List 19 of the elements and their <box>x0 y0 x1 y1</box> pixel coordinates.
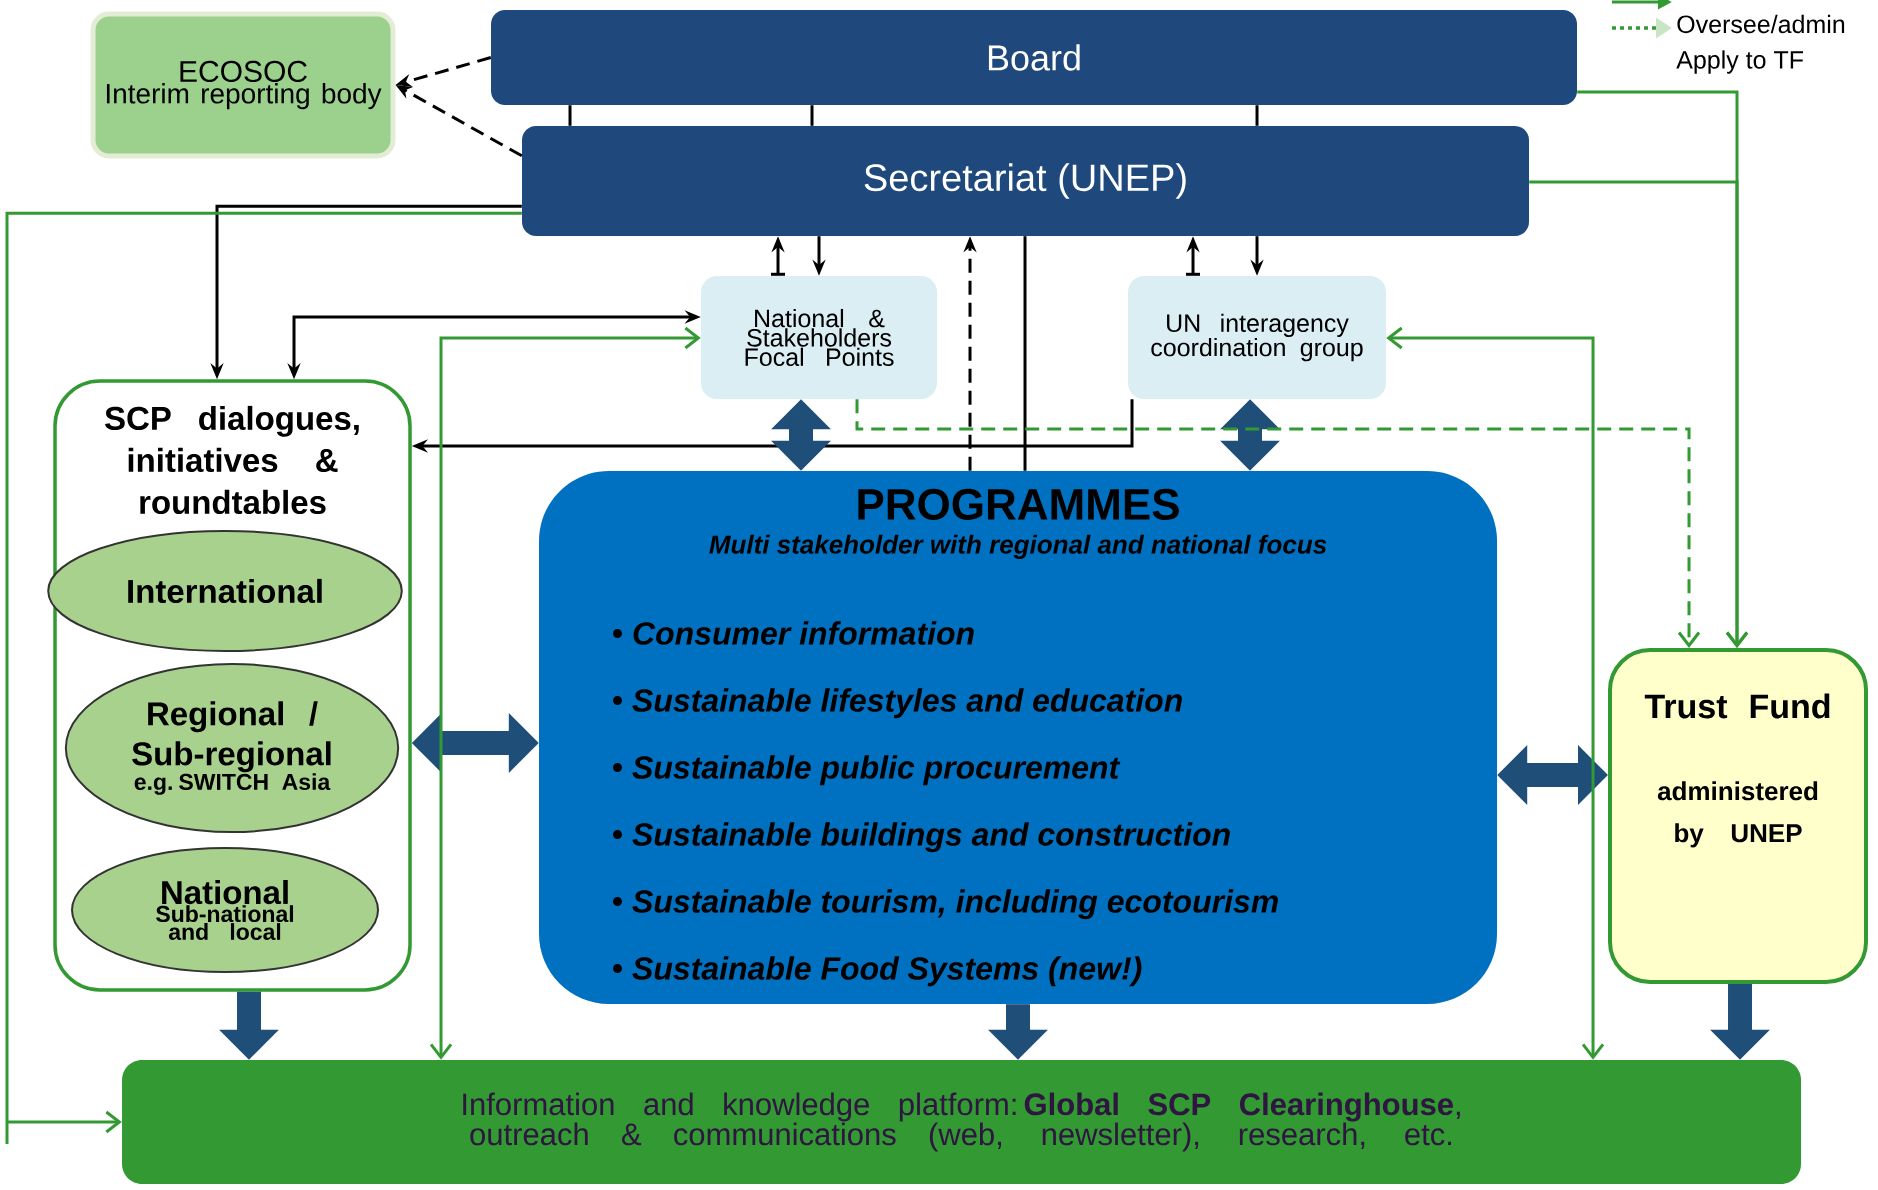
arrow <box>1529 180 1749 648</box>
secretariat-box: Secretariat (UNEP) <box>522 126 1529 236</box>
interagency-box: UN interagency coordination group <box>1128 276 1386 399</box>
legend-text: Apply to TF <box>1676 50 1803 74</box>
platform-box: Information and knowledge platform: Global SCP Clearinghouse, outreach & communications (web, newsletter), research, etc. <box>122 1060 1801 1184</box>
arrow <box>5 211 522 1146</box>
arrow <box>855 399 1701 648</box>
trust-fund-box: Trust Fund administered by UNEP <box>1608 648 1868 984</box>
connector-line <box>1255 105 1259 126</box>
focal-points-box: National & Stakeholders Focal Points <box>701 276 937 399</box>
reporting-body-box: ECOSOC Interim reporting body <box>90 11 396 159</box>
connector-line <box>568 105 572 126</box>
double-arrow <box>429 326 701 1060</box>
board-box: Board <box>491 10 1577 105</box>
programmes-box: PROGRAMMES Multi stakeholder with regional and national focus Consumer information Sustainable lifestyles and education Sustainable public procurement Sustainable buildings and construction Sustainable tourism, including ecotourism Sustainable Food Systems (new!) <box>539 471 1497 1004</box>
double-arrow <box>1386 326 1605 1060</box>
legend-text: Oversee/admin <box>1677 14 1845 34</box>
connector-line <box>810 105 814 126</box>
connector-line <box>1023 236 1027 471</box>
